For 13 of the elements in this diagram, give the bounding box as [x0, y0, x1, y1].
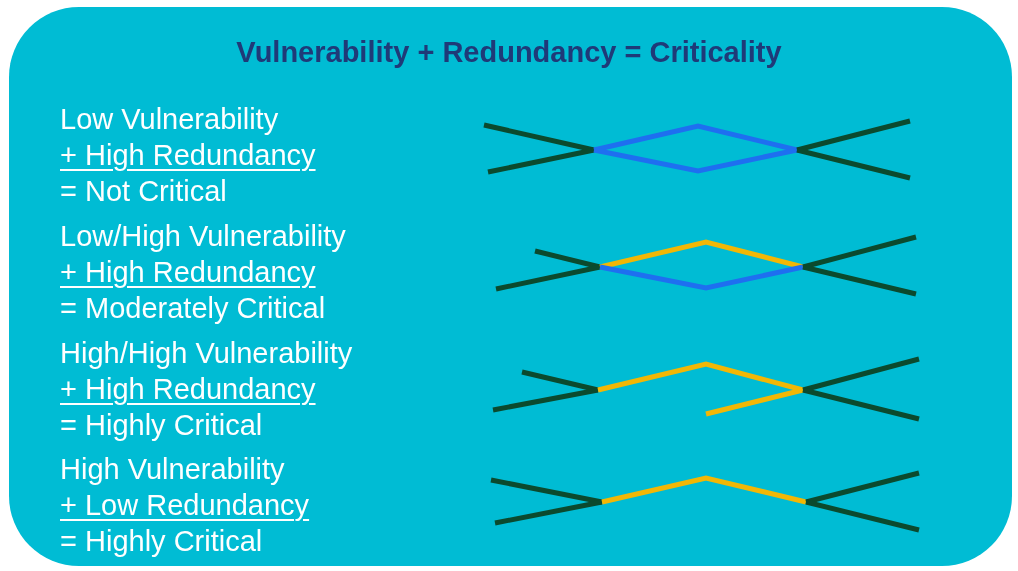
underlined-text: + High Redundancy [60, 372, 316, 406]
title: Vulnerability + Redundancy = Criticality [235, 36, 783, 69]
text-line: = Highly Critical [60, 524, 263, 558]
underlined-text: + Low Redundancy [60, 488, 310, 522]
text-line: High/High Vulnerability [60, 336, 353, 370]
text-line: = Moderately Critical [60, 291, 326, 325]
underlined-text: + High Redundancy [60, 138, 316, 172]
text-line: = Not Critical [60, 174, 227, 208]
text-line: = Highly Critical [60, 408, 263, 442]
underlined-text: + High Redundancy [60, 255, 316, 289]
text-line: High Vulnerability [60, 452, 285, 486]
text-line: Low Vulnerability [60, 102, 279, 136]
text-line: Low/High Vulnerability [60, 219, 346, 253]
